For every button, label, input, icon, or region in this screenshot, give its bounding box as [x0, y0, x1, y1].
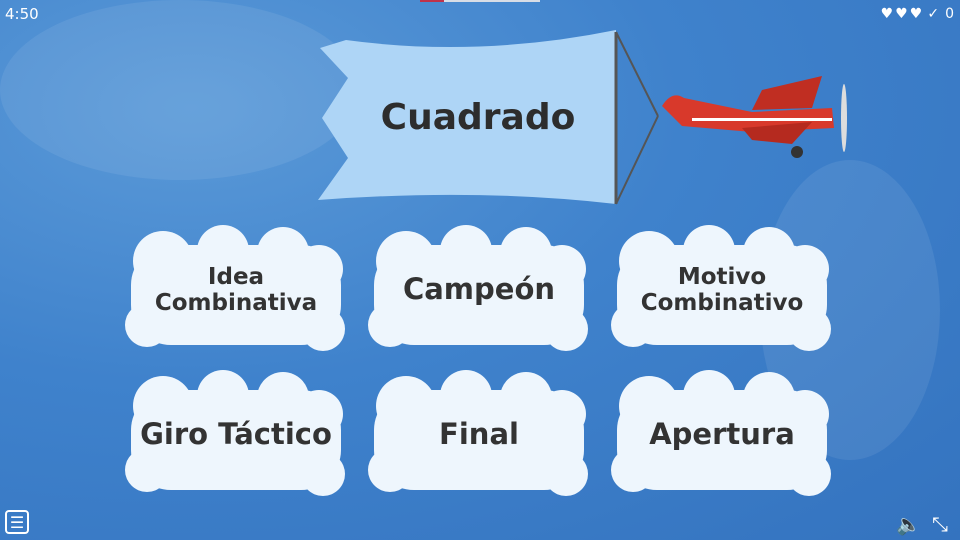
check-icon: ✓ — [927, 6, 940, 22]
answer-label: Final — [439, 417, 519, 452]
prompt-word: Cuadrado — [380, 96, 576, 138]
answer-cloud[interactable]: Final — [366, 370, 592, 500]
answer-line: Combinativo — [640, 290, 804, 316]
exit-fullscreen-icon[interactable]: ⤡ — [932, 512, 948, 536]
score: 0 — [945, 6, 954, 22]
answer-cloud[interactable]: Giro Táctico — [123, 370, 349, 500]
cloud-shape — [368, 225, 588, 351]
menu-button[interactable]: ☰ — [5, 510, 29, 534]
answer-line: Motivo — [677, 263, 767, 290]
heart-icon: ♥ — [880, 6, 894, 22]
sound-icon[interactable]: 🔈 — [896, 512, 921, 536]
answer-label: Apertura — [649, 417, 795, 452]
timer: 4:50 — [5, 5, 39, 23]
cloud-shape — [611, 370, 831, 496]
prompt-banner: Cuadrado — [318, 28, 618, 206]
cloud-shape — [611, 225, 831, 351]
airplane-icon — [614, 31, 847, 205]
answer-line: Idea — [207, 263, 265, 290]
answer-line: Final — [439, 417, 519, 452]
cloud-shape — [368, 370, 588, 496]
progress-fill — [420, 0, 444, 2]
answer-line: Giro Táctico — [140, 417, 332, 452]
answer-line: Combinativa — [154, 290, 318, 316]
answer-line: Apertura — [649, 417, 795, 452]
top-bar: 4:50 ♥ ♥ ♥ ✓ 0 — [0, 0, 960, 30]
answer-line: Campeón — [402, 272, 556, 307]
answer-label: Giro Táctico — [140, 417, 332, 452]
heart-icon: ♥ — [909, 6, 923, 22]
banner-flag — [318, 30, 616, 204]
heart-icon: ♥ — [895, 6, 908, 22]
background-cloud — [0, 0, 360, 180]
answer-cloud[interactable]: Campeón — [366, 225, 592, 355]
answer-cloud[interactable]: Apertura — [609, 370, 835, 500]
status: ♥ ♥ ♥ ✓ 0 — [881, 6, 954, 22]
answer-label: Campeón — [402, 272, 556, 307]
progress-bar — [420, 0, 540, 2]
cloud-shape — [125, 370, 345, 496]
cloud-shape — [125, 225, 345, 351]
